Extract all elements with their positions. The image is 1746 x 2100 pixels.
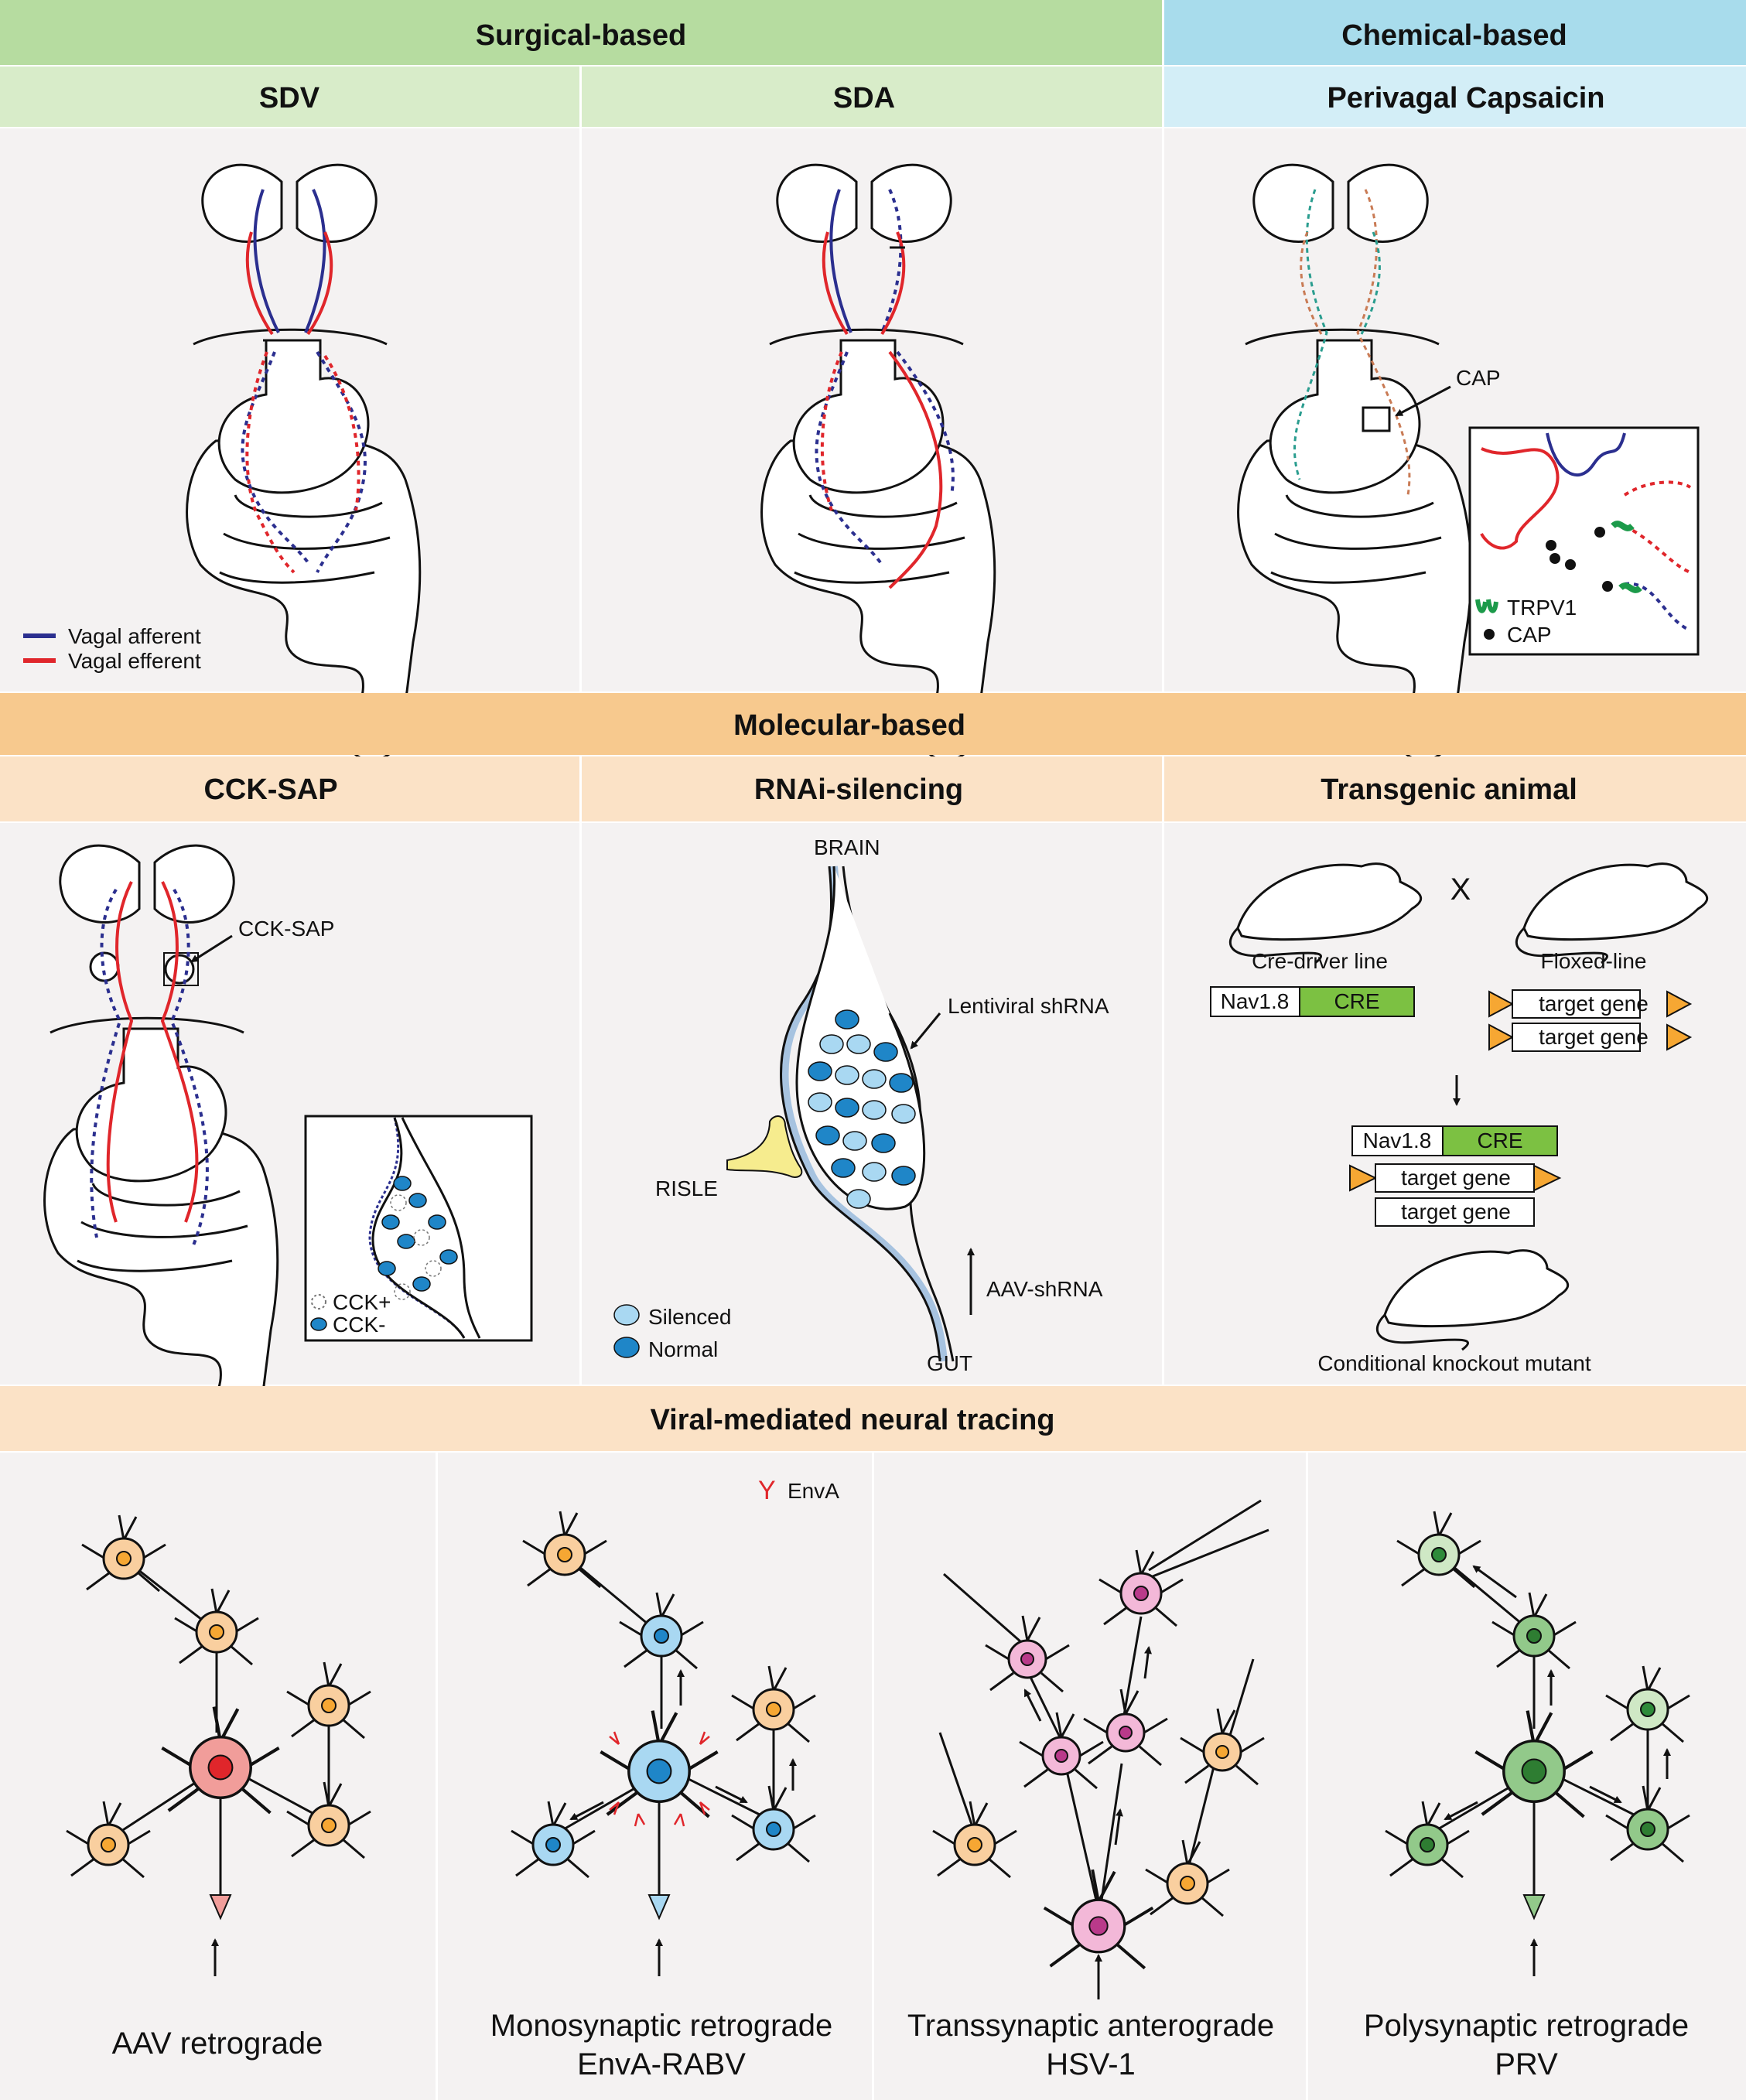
cck-sap-arrow-label: CCK-SAP bbox=[238, 917, 334, 941]
trans-network bbox=[931, 1499, 1269, 1999]
molecular-header: Molecular-based bbox=[733, 709, 965, 742]
trans-panel bbox=[874, 1453, 1306, 2100]
cre-driver-label: Cre-driver line bbox=[1252, 949, 1388, 973]
sda-title: SDA bbox=[833, 82, 895, 114]
surgical-header-bg bbox=[0, 0, 1162, 65]
cap-arrow-label: CAP bbox=[1456, 366, 1501, 390]
cre-mouse-icon bbox=[1229, 862, 1423, 965]
capsaicin-title: Perivagal Capsaicin bbox=[1327, 82, 1604, 114]
afferent-legend-label: Vagal afferent bbox=[68, 624, 201, 648]
viral-header-bg bbox=[0, 1386, 1746, 1451]
loxp-1b bbox=[1666, 990, 1693, 1018]
cck-pos-legend-circle bbox=[311, 1294, 326, 1310]
cck-sap-illustration bbox=[43, 844, 279, 1450]
floxed-label: Floxed-line bbox=[1541, 949, 1647, 973]
capsaicin-subheader-bg bbox=[1164, 67, 1746, 127]
cck-sap-inset bbox=[304, 1115, 533, 1342]
silenced-legend-icon bbox=[613, 1304, 640, 1326]
target-box-4 bbox=[1375, 1197, 1535, 1227]
cck-sap-arrow bbox=[190, 934, 233, 963]
cre-label-bottom: CRE bbox=[1477, 1129, 1522, 1152]
enva-legend-label: EnvA bbox=[788, 1479, 839, 1503]
normal-legend-icon bbox=[613, 1337, 640, 1358]
poly-network bbox=[1384, 1510, 1691, 1976]
lentiviral-arrow bbox=[910, 1012, 941, 1050]
cck-sap-title: CCK-SAP bbox=[203, 773, 337, 806]
target-box-1 bbox=[1512, 989, 1641, 1019]
loxp-2a bbox=[1488, 1023, 1515, 1051]
sdv-illustration bbox=[186, 163, 422, 762]
sdv-title: SDV bbox=[259, 82, 320, 114]
loxp-3a bbox=[1349, 1164, 1378, 1192]
mono-network bbox=[510, 1510, 817, 1976]
target-label-3: target gene bbox=[1401, 1166, 1511, 1190]
chemical-header: Chemical-based bbox=[1341, 19, 1567, 52]
surgical-header: Surgical-based bbox=[476, 19, 686, 52]
target-label-4: target gene bbox=[1401, 1200, 1511, 1224]
floxed-mouse-icon bbox=[1515, 862, 1709, 965]
molecular-header-bg bbox=[0, 693, 1746, 755]
viral-header: Viral-mediated neural tracing bbox=[650, 1404, 1054, 1436]
poly-caption-line1: Polysynaptic retrograde bbox=[1364, 2009, 1689, 2043]
rnai-subheader-bg bbox=[582, 756, 1162, 821]
cre-box-bottom bbox=[1442, 1125, 1558, 1156]
mono-caption-line1: Monosynaptic retrograde bbox=[490, 2009, 832, 2043]
efferent-legend-label: Vagal efferent bbox=[68, 649, 201, 673]
normal-legend-label: Normal bbox=[648, 1337, 718, 1361]
cko-label: Conditional knockout mutant bbox=[1317, 1351, 1591, 1375]
trans-caption-line1: Transsynaptic anterograde bbox=[907, 2009, 1274, 2043]
target-label-1: target gene bbox=[1539, 992, 1649, 1016]
aav-caption: AAV retrograde bbox=[112, 2027, 323, 2061]
target-box-2 bbox=[1512, 1023, 1641, 1052]
gut-label: GUT bbox=[927, 1351, 972, 1375]
mono-caption-line2: EnvA-RABV bbox=[577, 2047, 746, 2081]
sda-subheader-bg bbox=[582, 67, 1162, 127]
aav-network bbox=[65, 1514, 372, 1976]
aav-shrna-label: AAV-shRNA bbox=[986, 1277, 1103, 1301]
sda-illustration bbox=[760, 163, 996, 762]
nodose-ganglion bbox=[780, 866, 955, 1362]
nav-box-bottom bbox=[1351, 1125, 1444, 1156]
cross-symbol: X bbox=[1450, 872, 1471, 907]
transgenic-title: Transgenic animal bbox=[1321, 773, 1577, 806]
silenced-legend-label: Silenced bbox=[648, 1305, 731, 1329]
cck-sap-subheader-bg bbox=[0, 756, 579, 821]
trpv1-icon bbox=[1475, 599, 1498, 613]
sdv-subheader-bg bbox=[0, 67, 579, 127]
poly-caption-line2: PRV bbox=[1495, 2047, 1558, 2081]
nav-label-top: Nav1.8 bbox=[1221, 989, 1290, 1013]
cck-neg-legend-label: CCK- bbox=[333, 1313, 385, 1337]
risle-label: RISLE bbox=[655, 1176, 718, 1200]
cap-legend-label: CAP bbox=[1507, 623, 1552, 647]
risle-shape bbox=[726, 1115, 803, 1178]
cck-pos-legend-label: CCK+ bbox=[333, 1290, 391, 1314]
cap-legend-dot bbox=[1484, 629, 1495, 640]
capsaicin-inset bbox=[1468, 426, 1700, 656]
lentiviral-label: Lentiviral shRNA bbox=[948, 994, 1109, 1018]
brain-label: BRAIN bbox=[814, 835, 880, 859]
target-label-2: target gene bbox=[1539, 1025, 1649, 1049]
loxp-3b bbox=[1533, 1164, 1562, 1192]
enva-icon: Y bbox=[758, 1476, 776, 1505]
trans-caption-line2: HSV-1 bbox=[1046, 2047, 1136, 2081]
chemical-header-bg bbox=[1164, 0, 1746, 65]
capsaicin-illustration bbox=[1237, 163, 1473, 762]
rnai-title: RNAi-silencing bbox=[754, 773, 963, 806]
cap-arrow bbox=[1395, 385, 1451, 417]
cko-mouse-icon bbox=[1376, 1249, 1570, 1351]
trpv1-legend-label: TRPV1 bbox=[1507, 596, 1577, 620]
nav-label-bottom: Nav1.8 bbox=[1363, 1129, 1432, 1152]
target-box-3 bbox=[1375, 1163, 1535, 1193]
loxp-2b bbox=[1666, 1023, 1693, 1051]
cre-label-top: CRE bbox=[1334, 989, 1379, 1013]
transgenic-subheader-bg bbox=[1164, 756, 1746, 821]
loxp-1a bbox=[1488, 990, 1515, 1018]
cre-box-top bbox=[1299, 986, 1415, 1017]
cck-neg-legend-circle bbox=[310, 1317, 327, 1331]
